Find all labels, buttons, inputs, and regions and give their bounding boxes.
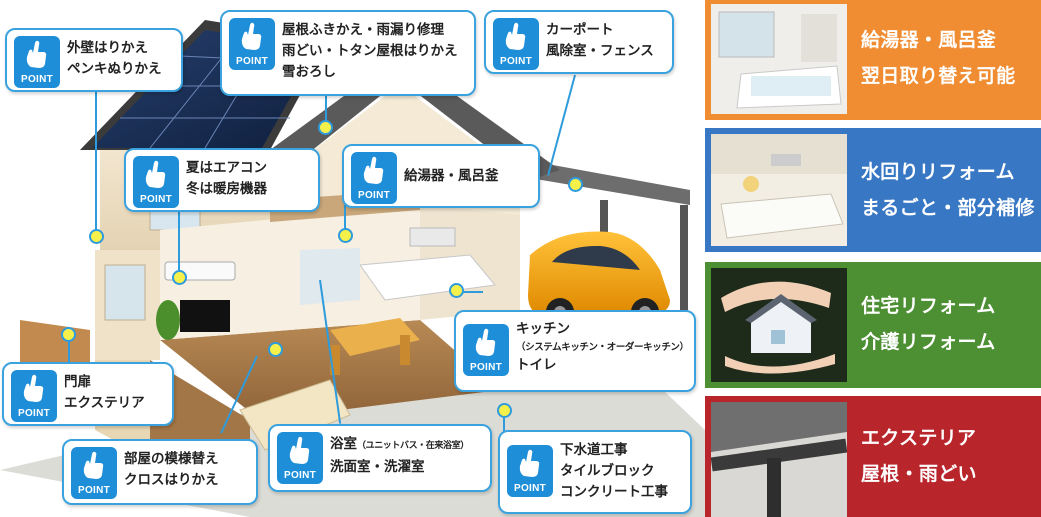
callout-text: 屋根ふきかえ・雨漏り修理	[282, 22, 444, 38]
service-title: 給湯器・風呂釜	[861, 29, 997, 51]
pointing-hand-icon	[26, 40, 47, 68]
pointing-hand-icon	[475, 328, 496, 356]
point-badge: POINT	[493, 18, 539, 70]
callout-kitchen[interactable]: POINT キッチン （システムキッチン・オーダーキッチン） トイレ	[454, 310, 696, 392]
rain-gutter-photo	[711, 402, 847, 517]
callout-text: タイルブロック	[560, 463, 655, 479]
pointing-hand-icon	[145, 160, 166, 188]
callout-text: 給湯器・風呂釜	[404, 168, 499, 184]
service-title: 水回りリフォーム	[861, 161, 1015, 183]
point-badge: POINT	[11, 370, 57, 422]
pointing-hand-icon	[505, 22, 526, 50]
callout-text: 洗面室・洗濯室	[330, 459, 425, 475]
pin-exterior-wall[interactable]	[89, 229, 104, 244]
point-badge: POINT	[277, 432, 323, 484]
service-title: 住宅リフォーム	[861, 295, 996, 317]
kitchen-photo	[711, 134, 847, 246]
callout-sewer[interactable]: POINT 下水道工事タイルブロックコンクリート工事	[498, 430, 692, 514]
service-panel-water-heater[interactable]: 給湯器・風呂釜翌日取り替え可能	[705, 0, 1041, 120]
point-label: POINT	[513, 483, 547, 494]
service-subtitle: まるごと・部分補修	[861, 197, 1035, 219]
callout-text: コンクリート工事	[560, 484, 668, 500]
callout-text: 雪おろし	[282, 64, 336, 80]
bathroom-photo	[711, 4, 847, 114]
point-label: POINT	[283, 470, 317, 481]
callout-gate[interactable]: POINT 門扉エクステリア	[2, 362, 174, 426]
callout-text: 雨どい・トタン屋根はりかえ	[282, 43, 458, 59]
callout-bathroom[interactable]: POINT 浴室（ユニットバス・在来浴室） 洗面室・洗濯室	[268, 424, 492, 492]
callout-aircon[interactable]: POINT 夏はエアコン冬は暖房機器	[124, 148, 320, 212]
leader-line	[95, 90, 97, 230]
callout-text: 下水道工事	[560, 442, 628, 458]
callout-text: エクステリア	[64, 395, 145, 411]
leader-line	[463, 291, 483, 293]
callout-text: カーポート	[546, 22, 614, 38]
service-panel-exterior[interactable]: エクステリア屋根・雨どい	[705, 396, 1041, 517]
pointing-hand-icon	[23, 374, 44, 402]
callout-roof[interactable]: POINT 屋根ふきかえ・雨漏り修理雨どい・トタン屋根はりかえ雪おろし	[220, 10, 476, 96]
callout-exterior-wall[interactable]: POINT 外壁はりかえペンキぬりかえ	[5, 28, 183, 92]
pin-roof[interactable]	[318, 120, 333, 135]
callout-text: ペンキぬりかえ	[67, 61, 162, 77]
pin-carport[interactable]	[568, 177, 583, 192]
callout-text: キッチン	[516, 321, 570, 337]
point-badge: POINT	[507, 445, 553, 497]
pointing-hand-icon	[289, 436, 310, 464]
leader-line	[503, 416, 505, 432]
callout-subtext: （システムキッチン・オーダーキッチン）	[516, 342, 689, 353]
point-badge: POINT	[229, 18, 275, 70]
service-title: エクステリア	[861, 427, 977, 449]
point-badge: POINT	[351, 152, 397, 204]
callout-text: 外壁はりかえ	[67, 40, 148, 56]
callout-text: トイレ	[516, 357, 557, 373]
service-panel-home-reform[interactable]: 住宅リフォーム介護リフォーム	[705, 262, 1041, 388]
point-label: POINT	[17, 408, 51, 419]
callout-text: クロスはりかえ	[124, 472, 219, 488]
callout-text: 門扉	[64, 374, 91, 390]
callout-text: 部屋の模様替え	[124, 451, 219, 467]
point-label: POINT	[235, 56, 269, 67]
pointing-hand-icon	[363, 156, 384, 184]
service-subtitle: 翌日取り替え可能	[861, 65, 1016, 87]
point-badge: POINT	[463, 324, 509, 376]
pin-aircon[interactable]	[172, 270, 187, 285]
point-label: POINT	[77, 485, 111, 496]
point-label: POINT	[499, 56, 533, 67]
house-in-hands-photo	[711, 268, 847, 382]
pointing-hand-icon	[241, 22, 262, 50]
pin-kitchen[interactable]	[449, 283, 464, 298]
point-badge: POINT	[133, 156, 179, 208]
point-label: POINT	[20, 74, 54, 85]
service-panel-water-reform[interactable]: 水回りリフォームまるごと・部分補修	[705, 128, 1041, 252]
point-badge: POINT	[14, 36, 60, 88]
point-label: POINT	[139, 194, 173, 205]
callout-text: 冬は暖房機器	[186, 181, 267, 197]
pin-water-heater[interactable]	[338, 228, 353, 243]
point-label: POINT	[469, 362, 503, 373]
callout-carport[interactable]: POINT カーポート風除室・フェンス	[484, 10, 674, 74]
house-illustration: POINT 外壁はりかえペンキぬりかえ POINT 屋根ふきかえ・雨漏り修理雨ど…	[0, 10, 705, 517]
callout-text: 夏はエアコン	[186, 160, 267, 176]
point-label: POINT	[357, 190, 391, 201]
leader-line	[178, 210, 180, 270]
leader-line	[344, 205, 346, 229]
leader-line	[68, 340, 70, 366]
callout-subtext: （ユニットバス・在来浴室）	[357, 441, 469, 451]
callout-text: 風除室・フェンス	[546, 43, 654, 59]
point-badge: POINT	[71, 447, 117, 499]
service-subtitle: 介護リフォーム	[861, 331, 996, 353]
pointing-hand-icon	[519, 449, 540, 477]
service-subtitle: 屋根・雨どい	[861, 463, 977, 485]
pin-room[interactable]	[268, 342, 283, 357]
callout-water-heater[interactable]: POINT 給湯器・風呂釜	[342, 144, 540, 208]
callout-text: 浴室	[330, 436, 357, 452]
callout-room-pattern[interactable]: POINT 部屋の模様替えクロスはりかえ	[62, 439, 258, 505]
leader-line	[325, 96, 327, 121]
pointing-hand-icon	[83, 451, 104, 479]
